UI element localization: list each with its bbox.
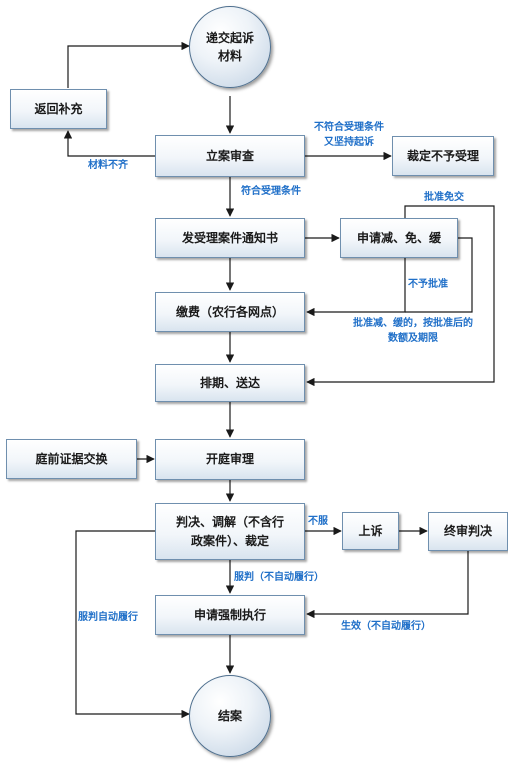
node-enforcement-label: 申请强制执行 [193,607,266,622]
edge-judgment-to-end [75,530,190,719]
label-effective-not-voluntary-text: 生效（不自动履行） [341,621,431,632]
label-effective-not-voluntary: 生效（不自动履行） [341,620,431,635]
node-schedule: 排期、送达 [155,364,305,402]
label-comply-voluntary-text: 服判自动履行 [78,612,138,623]
label-not-qualified-text: 不符合受理条件又坚持起诉 [314,122,384,148]
node-case-review-label: 立案审查 [205,148,254,163]
label-disagree-text: 不服 [308,516,328,527]
node-apply-reduction-label: 申请减、免、缓 [356,230,441,245]
node-final-judgment: 终审判决 [428,512,508,551]
label-qualified-text: 符合受理条件 [241,186,301,197]
node-appeal: 上诉 [342,512,399,550]
edge-final-to-enforcement [306,551,469,619]
label-approved-reduce-text: 批准减、缓的，按批准后的数额及期限 [353,318,473,344]
label-comply-not-voluntary: 服判（不自动履行） [234,571,324,586]
node-payment-label: 缴费（农行各网点） [175,304,284,319]
node-enforcement: 申请强制执行 [155,595,305,635]
node-acceptance-notice-label: 发受理案件通知书 [181,230,278,245]
label-comply-not-voluntary-text: 服判（不自动履行） [234,572,324,583]
node-return-supplement: 返回补充 [10,89,107,129]
edge-apply-not-approved [306,258,406,317]
node-judgment-label: 判决、调解（不含行政案件）、裁定 [175,514,284,548]
node-final-judgment-label: 终审判决 [443,524,492,539]
edge-review-to-return [63,130,156,157]
node-acceptance-notice: 发受理案件通知书 [155,218,305,258]
label-not-approved-text: 不予批准 [408,279,448,290]
node-end: 结案 [189,675,271,757]
node-trial: 开庭审理 [155,439,305,480]
node-case-review: 立案审查 [155,135,305,177]
node-return-supplement-label: 返回补充 [34,101,83,116]
edge-apply-reduce [405,237,473,313]
node-judgment: 判决、调解（不含行政案件）、裁定 [155,503,305,560]
edge-apply-to-schedule [306,205,495,387]
node-submit: 递交起诉材料 [189,6,271,88]
label-materials-incomplete: 材料不齐 [88,159,128,174]
label-not-approved: 不予批准 [408,278,448,293]
label-approved-reduce: 批准减、缓的，按批准后的数额及期限 [352,317,474,346]
node-payment: 缴费（农行各网点） [155,292,305,332]
node-trial-label: 开庭审理 [205,452,254,467]
label-not-qualified: 不符合受理条件又坚持起诉 [311,121,387,150]
label-disagree: 不服 [308,515,328,530]
node-submit-label: 递交起诉材料 [205,31,254,63]
label-materials-incomplete-text: 材料不齐 [88,160,128,171]
node-evidence-exchange-label: 庭前证据交换 [35,451,108,466]
label-comply-voluntary: 服判自动履行 [78,611,138,626]
node-evidence-exchange: 庭前证据交换 [6,439,137,479]
node-schedule-label: 排期、送达 [199,375,260,390]
node-end-label: 结案 [217,709,242,723]
edge-return-to-submit [67,41,190,88]
label-qualified: 符合受理条件 [241,185,301,200]
node-rejection-label: 裁定不予受理 [406,148,479,163]
node-rejection: 裁定不予受理 [392,136,494,176]
node-apply-reduction: 申请减、免、缓 [340,218,458,258]
label-approved-exempt-text: 批准免交 [424,192,464,203]
label-approved-exempt: 批准免交 [424,191,464,206]
node-appeal-label: 上诉 [358,523,383,538]
